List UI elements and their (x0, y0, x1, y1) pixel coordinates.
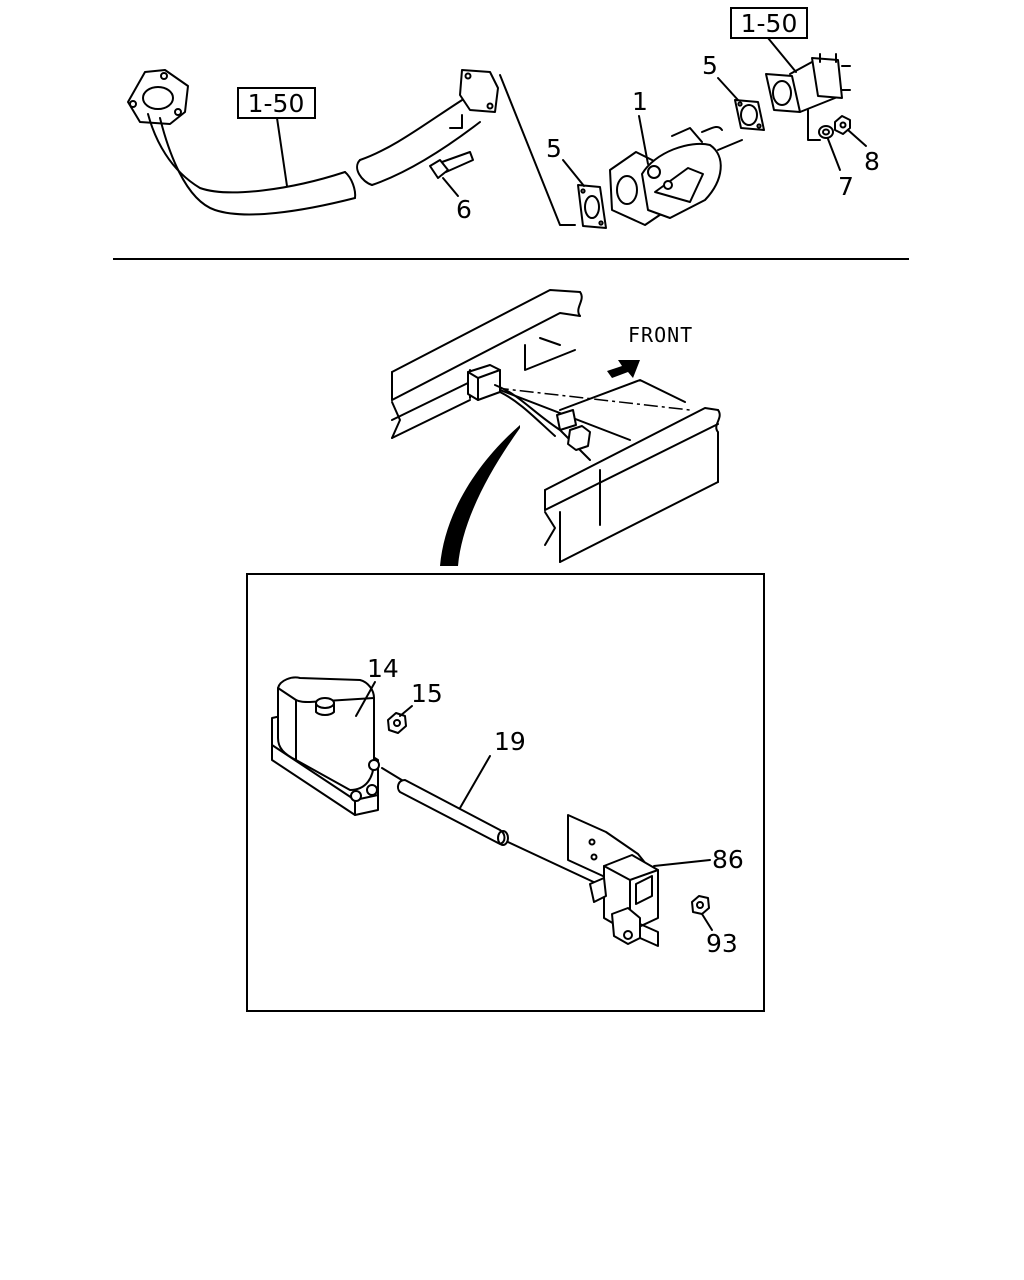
chassis-frame-view: FRONT (391, 289, 721, 566)
detail-pointer (440, 425, 520, 566)
callout-8: 8 (864, 147, 880, 176)
nut-part-93 (691, 895, 710, 915)
control-box-part-14 (271, 676, 380, 816)
callout-93: 93 (706, 929, 738, 958)
front-arrow-icon (607, 360, 640, 378)
detail-frame (246, 573, 765, 1012)
callout-5-left: 5 (546, 134, 562, 163)
front-exhaust-pipe (127, 69, 357, 216)
callout-15: 15 (411, 679, 443, 708)
reference-box-left: 1-50 (237, 87, 316, 187)
callout-6: 6 (456, 195, 472, 224)
rear-pipe-flange (765, 53, 851, 141)
callout-5-right: 5 (702, 51, 718, 80)
exhaust-assembly: 1-50 1-50 1 5 5 6 7 8 (127, 7, 880, 229)
solenoid-valve-part-86 (567, 814, 659, 947)
reference-label-left: 1-50 (248, 89, 305, 118)
front-direction-label: FRONT (628, 323, 693, 347)
detail-view: 14 15 19 86 93 (246, 573, 765, 1012)
hose-part-19 (381, 767, 601, 886)
callout-1: 1 (632, 87, 648, 116)
callout-14: 14 (367, 654, 399, 683)
exhaust-brake-valve-part-1 (609, 125, 723, 226)
nut-part-15 (387, 712, 407, 734)
nut-part-8 (834, 115, 851, 135)
bolt-part-6 (429, 151, 474, 179)
callout-7: 7 (838, 172, 854, 201)
callout-19: 19 (494, 727, 526, 756)
reference-box-right: 1-50 (730, 7, 808, 73)
gasket-part-5-left (577, 184, 607, 229)
rear-exhaust-pipe (356, 69, 499, 186)
callout-86: 86 (712, 845, 744, 874)
washer-part-7 (818, 125, 834, 139)
gasket-part-5-right (734, 99, 765, 131)
reference-label-right: 1-50 (741, 9, 798, 38)
